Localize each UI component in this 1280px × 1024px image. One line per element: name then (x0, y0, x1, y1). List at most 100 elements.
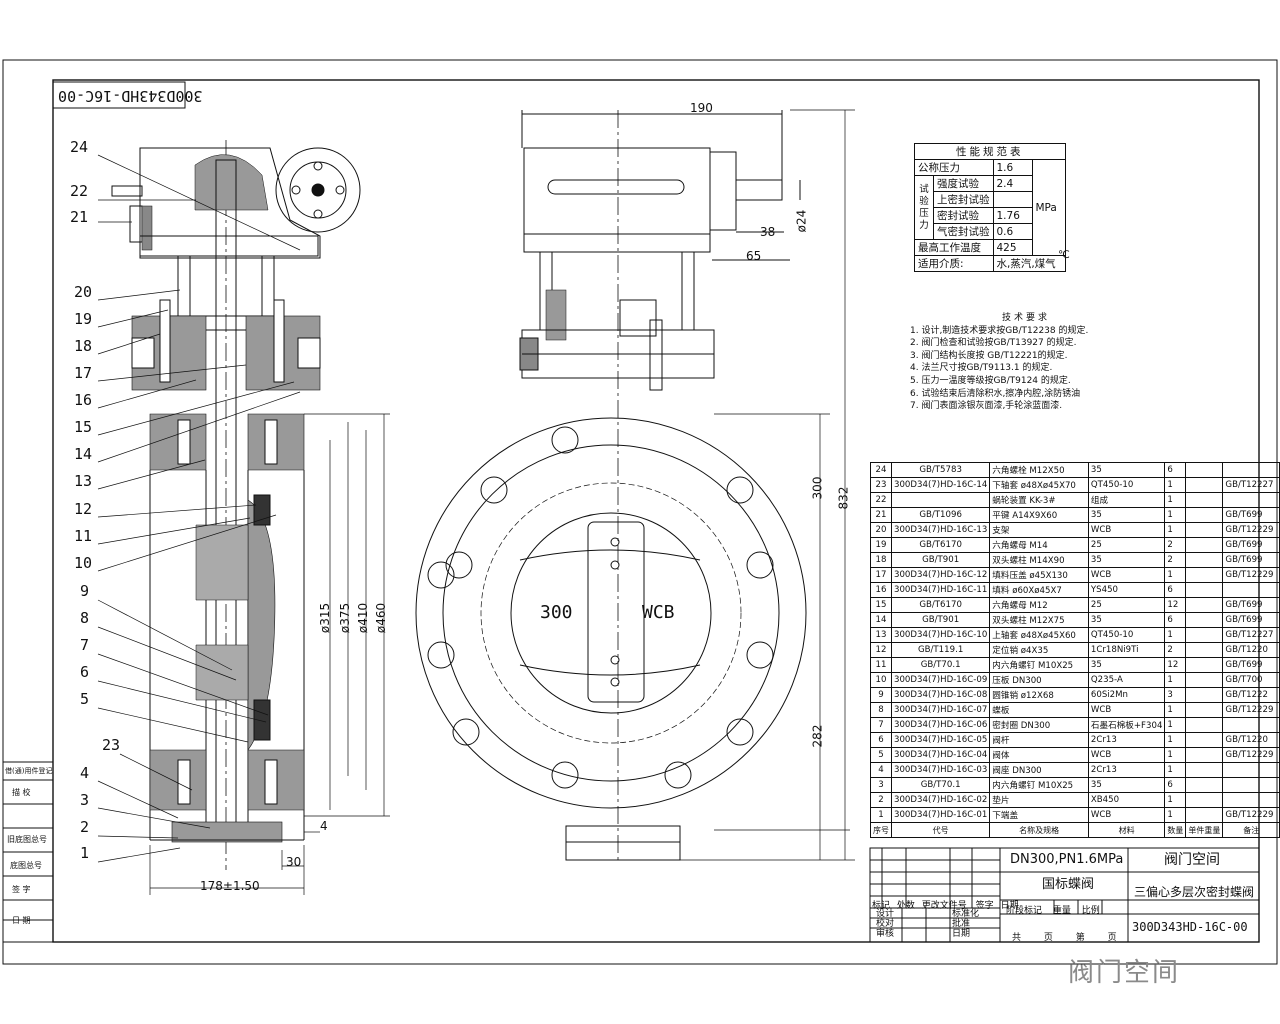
bom-header-cell: 代号 (890, 822, 991, 838)
tb-std-name: 国标蝶阀 (1042, 877, 1095, 892)
side-label: 借(通)用件登记 (5, 767, 53, 775)
tb-sign-labels: 设计 校对 审核 (876, 909, 894, 939)
tb-label: 日期 (952, 929, 971, 939)
dim-30: 30 (286, 855, 302, 869)
side-label: 旧底图总号 (7, 835, 47, 844)
bom-header-cell: 名称及规格 (989, 822, 1089, 838)
part-label: 7 (80, 636, 90, 654)
tb-label: 第 (1075, 933, 1085, 943)
tb-label: 重量 (1052, 906, 1071, 916)
perf-value: 1.76 (992, 207, 1033, 224)
side-label: 签 字 (12, 885, 31, 894)
perf-title: 性能规范表 (914, 143, 1066, 160)
perf-label: 上密封试验 (933, 191, 994, 208)
perf-value: 0.6 (992, 223, 1033, 240)
watermark: 阀门空间 (1068, 958, 1181, 988)
perf-label: 气密封试验 (933, 223, 994, 240)
medium-value: 水,蒸汽,煤气 (992, 255, 1066, 272)
tb-label: 共 (1012, 933, 1022, 943)
body-mark-size: 300 (540, 602, 573, 623)
medium-label: 适用介质: (914, 255, 994, 272)
part-label: 15 (74, 418, 93, 436)
bolt-holes (427, 426, 774, 789)
tb-product: 三偏心多层次密封蝶阀 (1134, 885, 1255, 899)
tb-label: 签字 (975, 901, 994, 911)
max-temp-value: 425 (992, 239, 1033, 256)
tb-label: 批准 (952, 919, 971, 929)
tb-label: 日期 (1000, 901, 1019, 911)
requirements-title: 技术要求 (1002, 313, 1051, 323)
side-strip (2, 761, 54, 943)
requirement-item: 4. 法兰尺寸按GB/T9113.1 的规定. (910, 363, 1053, 374)
bom-header-cell: 备注 (1222, 822, 1280, 838)
part-label: 2 (80, 818, 90, 836)
dim-4: 4 (320, 819, 328, 833)
bom-cell: GB/T700 (1222, 672, 1280, 688)
bom-cell: GB/T12229 (1222, 807, 1280, 823)
part-label: 9 (80, 582, 90, 600)
tb-label: 处数 (896, 901, 915, 911)
dim-178: 178±1.50 (200, 879, 260, 893)
side-label: 日 期 (12, 916, 31, 925)
tb-label: 页 (1107, 933, 1117, 943)
tb-sheet-labels: 共 页 第 页 (1012, 930, 1117, 943)
bom-header-row: 序号代号名称及规格材料数量单件重量备注 (870, 822, 1280, 838)
requirement-item: 3. 阀门结构长度按 GB/T12221的规定. (910, 350, 1068, 361)
part-label: 6 (80, 663, 90, 681)
part-label: 5 (80, 690, 90, 708)
tb-label: 审核 (876, 929, 895, 939)
tb-spec: DN300,PN1.6MPa (1010, 852, 1124, 867)
requirement-item: 6. 试验结束后清除积水,擦净内腔,涂防锈油 (910, 388, 1081, 399)
tb-company: 阀门空间 (1164, 852, 1220, 868)
bom-header-cell: 单件重量 (1185, 822, 1224, 838)
bom-cell: GB/T70.1 (890, 657, 991, 673)
part-label: 14 (74, 445, 93, 463)
part-label: 18 (74, 337, 93, 355)
bom-cell: 圆锥销 ø12X68 (989, 687, 1089, 703)
part-label: 23 (102, 736, 121, 754)
requirement-item: 1. 设计,制造技术要求按GB/T12238 的规定. (910, 325, 1089, 336)
section-view (97, 140, 390, 895)
tb-label: 校对 (876, 919, 895, 929)
tb-label: 更改文件号 (921, 901, 967, 911)
technical-requirements: 技术要求 1. 设计,制造技术要求按GB/T12238 的规定. 2. 阀门检查… (910, 312, 1088, 413)
part-label: 13 (74, 472, 93, 490)
bom-cell: GB/T1222 (1222, 687, 1280, 703)
part-label: 4 (80, 764, 90, 782)
part-label: 11 (74, 527, 93, 545)
dim-190: 190 (690, 101, 713, 115)
drawing-no-box (52, 81, 186, 109)
dim-65: 65 (746, 249, 762, 263)
tb-label: 阶段标记 (1006, 906, 1043, 916)
tb-label: 标准化 (952, 909, 980, 919)
tb-revision-labels: 标记 处数 更改文件号 签字 日期 (872, 898, 1019, 911)
temp-unit: ℃ (1058, 249, 1070, 261)
part-label: 19 (74, 310, 93, 328)
part-label: 17 (74, 364, 93, 382)
requirement-item: 5. 压力一温度等级按GB/T9124 的规定. (910, 375, 1071, 386)
front-view (415, 109, 855, 861)
tb-label: 页 (1043, 933, 1053, 943)
part-label: 1 (80, 844, 90, 862)
part-label: 16 (74, 391, 93, 409)
part-label: 24 (70, 138, 89, 156)
part-label: 3 (80, 791, 90, 809)
